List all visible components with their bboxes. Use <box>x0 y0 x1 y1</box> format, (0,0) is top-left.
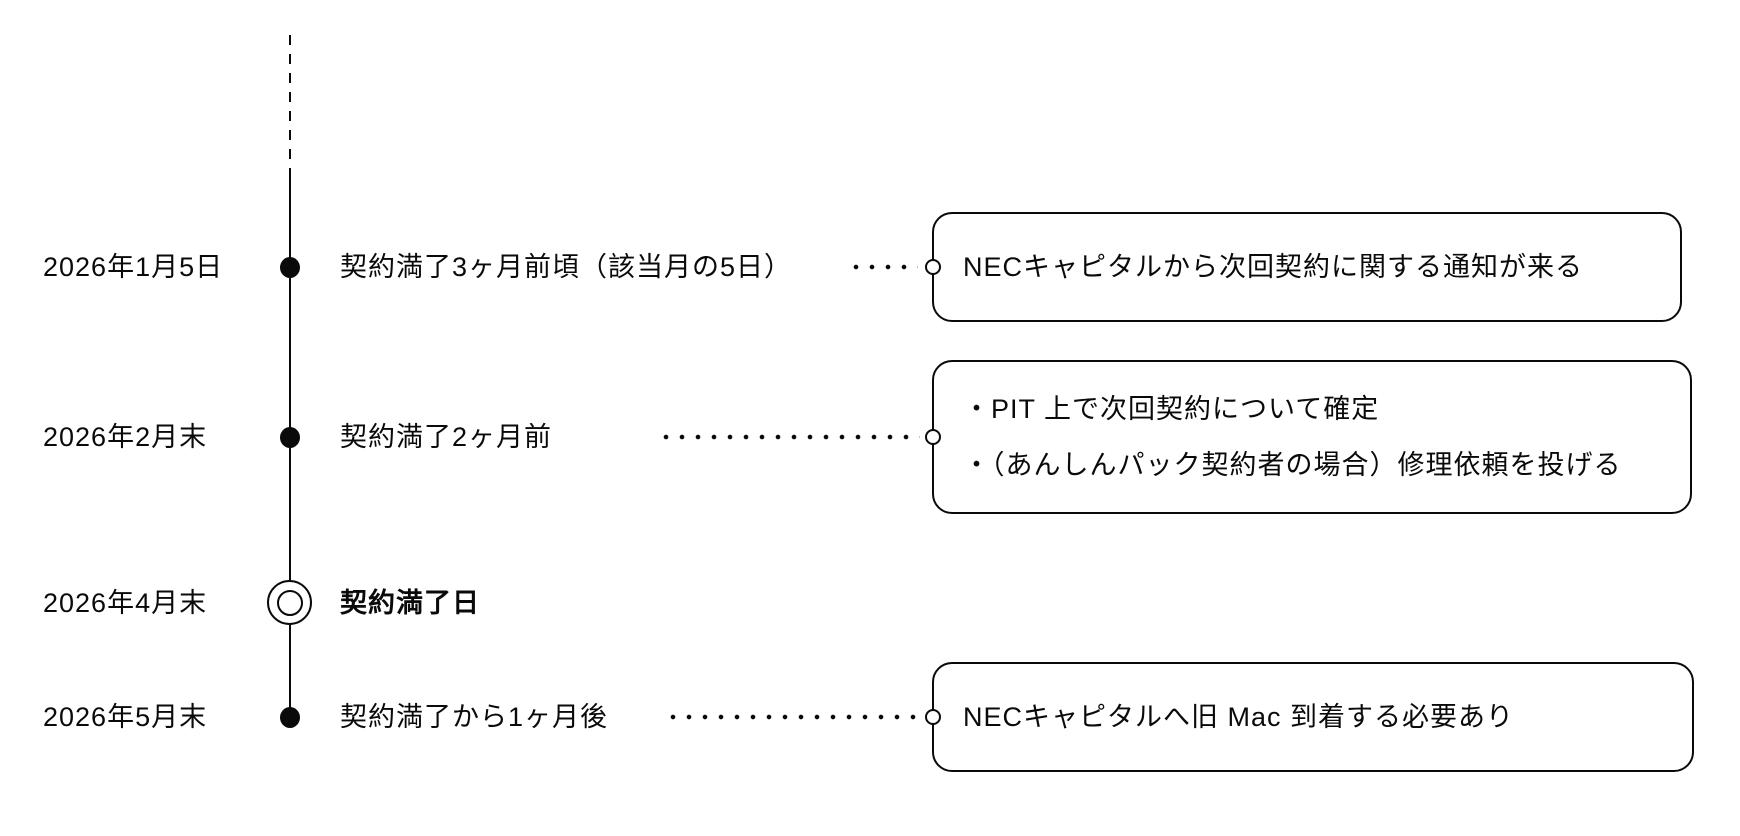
event-date: 2026年2月末 <box>43 422 208 452</box>
note-box: NECキャピタルへ旧 Mac 到着する必要あり <box>932 662 1694 772</box>
note-box: NECキャピタルから次回契約に関する通知が来る <box>932 212 1682 322</box>
note-text: NECキャピタルへ旧 Mac 到着する必要あり <box>963 702 1515 732</box>
dotted-connector <box>848 263 918 271</box>
note-anchor-circle-icon <box>925 259 941 275</box>
dotted-connector <box>665 713 920 721</box>
note-text: ・PIT 上で次回契約について確定 <box>963 394 1380 424</box>
note-text: ・（あんしんパック契約者の場合）修理依頼を投げる <box>963 450 1622 480</box>
event-marker-double-circle-icon <box>267 580 312 625</box>
event-date: 2026年1月5日 <box>43 252 224 282</box>
event-date: 2026年4月末 <box>43 588 208 618</box>
note-anchor-circle-icon <box>925 429 941 445</box>
note-box: ・PIT 上で次回契約について確定 ・（あんしんパック契約者の場合）修理依頼を投… <box>932 360 1692 514</box>
event-label: 契約満了2ヶ月前 <box>340 422 553 452</box>
note-text: NECキャピタルから次回契約に関する通知が来る <box>963 252 1584 282</box>
event-marker-dot-icon <box>280 707 300 728</box>
event-label-emphasized: 契約満了日 <box>340 588 480 618</box>
dotted-connector <box>658 433 920 441</box>
event-marker-dot-icon <box>280 257 300 278</box>
event-date: 2026年5月末 <box>43 702 208 732</box>
event-label: 契約満了3ヶ月前頃（該当月の5日） <box>340 252 793 282</box>
timeline-axis-dashed-segment <box>289 35 291 178</box>
note-anchor-circle-icon <box>925 709 941 725</box>
event-label: 契約満了から1ヶ月後 <box>340 702 609 732</box>
event-marker-dot-icon <box>280 427 300 448</box>
double-circle-inner-ring <box>276 589 303 616</box>
